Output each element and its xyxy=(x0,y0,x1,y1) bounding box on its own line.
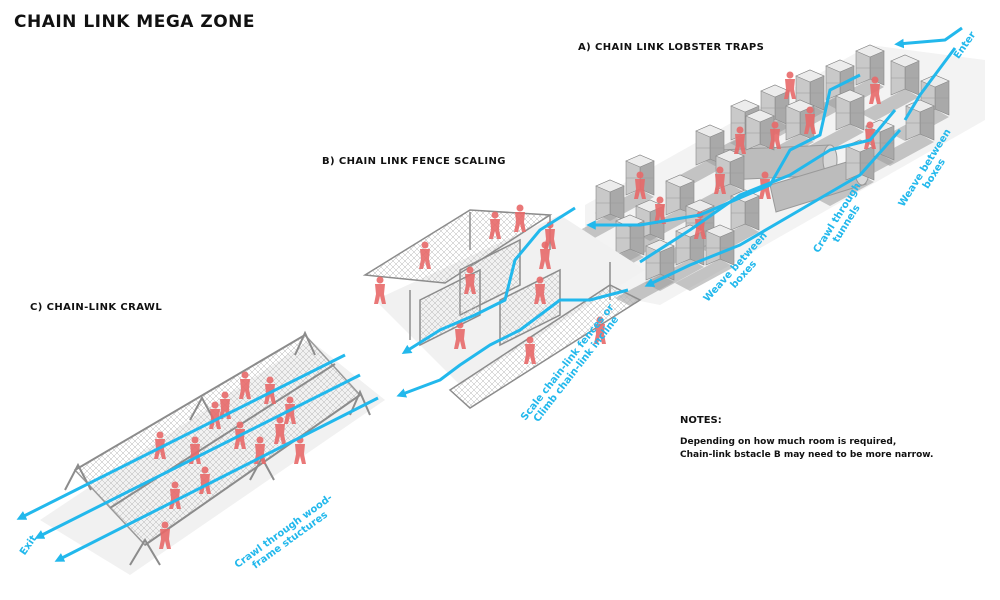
person-figure xyxy=(239,371,251,399)
fence-scaling-structure xyxy=(362,209,645,409)
person-figure xyxy=(594,316,606,344)
trap-box xyxy=(595,179,625,221)
person-figure xyxy=(464,266,476,294)
person-figure xyxy=(634,171,646,199)
trap-box xyxy=(705,224,735,266)
path-b-fences xyxy=(401,206,576,355)
person-figure xyxy=(654,196,666,224)
crawl-tunnels xyxy=(719,144,870,213)
trap-box xyxy=(855,44,885,86)
person-figure xyxy=(374,276,386,304)
trap-box xyxy=(905,99,935,141)
trap-box xyxy=(890,54,920,96)
trap-box xyxy=(795,69,825,111)
entry-path-arrow xyxy=(894,26,963,49)
trap-box xyxy=(835,89,865,131)
notes-line-2: Chain-link bstacle B may need to be more… xyxy=(680,450,934,460)
trap-box xyxy=(615,214,645,256)
path-a-lower xyxy=(644,129,902,287)
person-figure xyxy=(274,416,286,444)
notes-heading: NOTES: xyxy=(680,415,722,426)
person-figure xyxy=(524,336,536,364)
fence-scaling-incline xyxy=(448,284,642,409)
person-figure xyxy=(769,121,781,149)
trap-box xyxy=(745,109,775,151)
person-figure xyxy=(734,126,746,154)
diagram-title: CHAIN LINK MEGA ZONE xyxy=(14,12,255,32)
chain-link-crawl-structure xyxy=(40,330,385,575)
person-figure xyxy=(169,481,181,509)
path-c-middle xyxy=(34,373,361,539)
person-figure xyxy=(714,166,726,194)
section-b-label: B) CHAIN LINK FENCE SCALING xyxy=(322,156,506,167)
person-figure xyxy=(489,211,501,239)
person-figure xyxy=(784,71,796,99)
path-b-incline xyxy=(396,288,629,398)
section-c-label: C) CHAIN-LINK CRAWL xyxy=(30,302,163,313)
path-c-top xyxy=(16,353,346,520)
path-a-weave xyxy=(586,73,861,230)
path-c-bottom xyxy=(54,396,379,562)
route-paths xyxy=(16,26,963,562)
person-figure xyxy=(159,521,171,549)
person-figure xyxy=(539,241,551,269)
person-figure xyxy=(419,241,431,269)
path-a-tunnels xyxy=(639,109,897,264)
section-a-label: A) CHAIN LINK LOBSTER TRAPS xyxy=(578,42,765,53)
person-figure xyxy=(534,276,546,304)
person-figure xyxy=(869,76,881,104)
person-figure xyxy=(514,204,526,232)
notes-line-1: Depending on how much room is required, xyxy=(680,437,897,447)
person-figure xyxy=(804,106,816,134)
path-a-upper xyxy=(903,47,957,121)
